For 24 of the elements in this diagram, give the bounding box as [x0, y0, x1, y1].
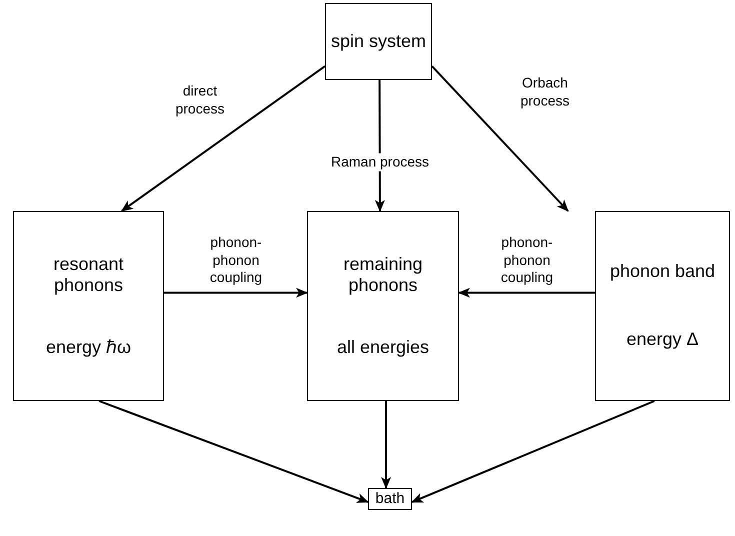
node-text: energy ℏω [46, 336, 132, 358]
edge-label: Orbach process [519, 74, 571, 110]
edge-label: direct process [174, 82, 226, 118]
node-text: resonant phonons [52, 254, 125, 297]
node-text: remaining phonons [342, 254, 424, 297]
arrow [458, 288, 595, 298]
process-box [325, 3, 432, 80]
node-text: energy Δ [626, 329, 699, 352]
process-box [13, 211, 164, 401]
process-box [307, 211, 459, 401]
arrow [164, 288, 308, 298]
arrow [381, 401, 392, 489]
process-box [595, 211, 730, 401]
edge-label: phonon- phonon coupling [208, 234, 264, 286]
process-box [368, 488, 412, 510]
arrow [431, 65, 569, 212]
edge-label: phonon- phonon coupling [500, 234, 554, 286]
node-text: phonon band [610, 260, 716, 283]
arrow [411, 400, 655, 503]
arrow [120, 65, 326, 212]
node-text: bath [375, 490, 405, 508]
node-text: all energies [336, 336, 430, 358]
arrow [98, 400, 369, 504]
node-text: spin system [330, 30, 426, 52]
